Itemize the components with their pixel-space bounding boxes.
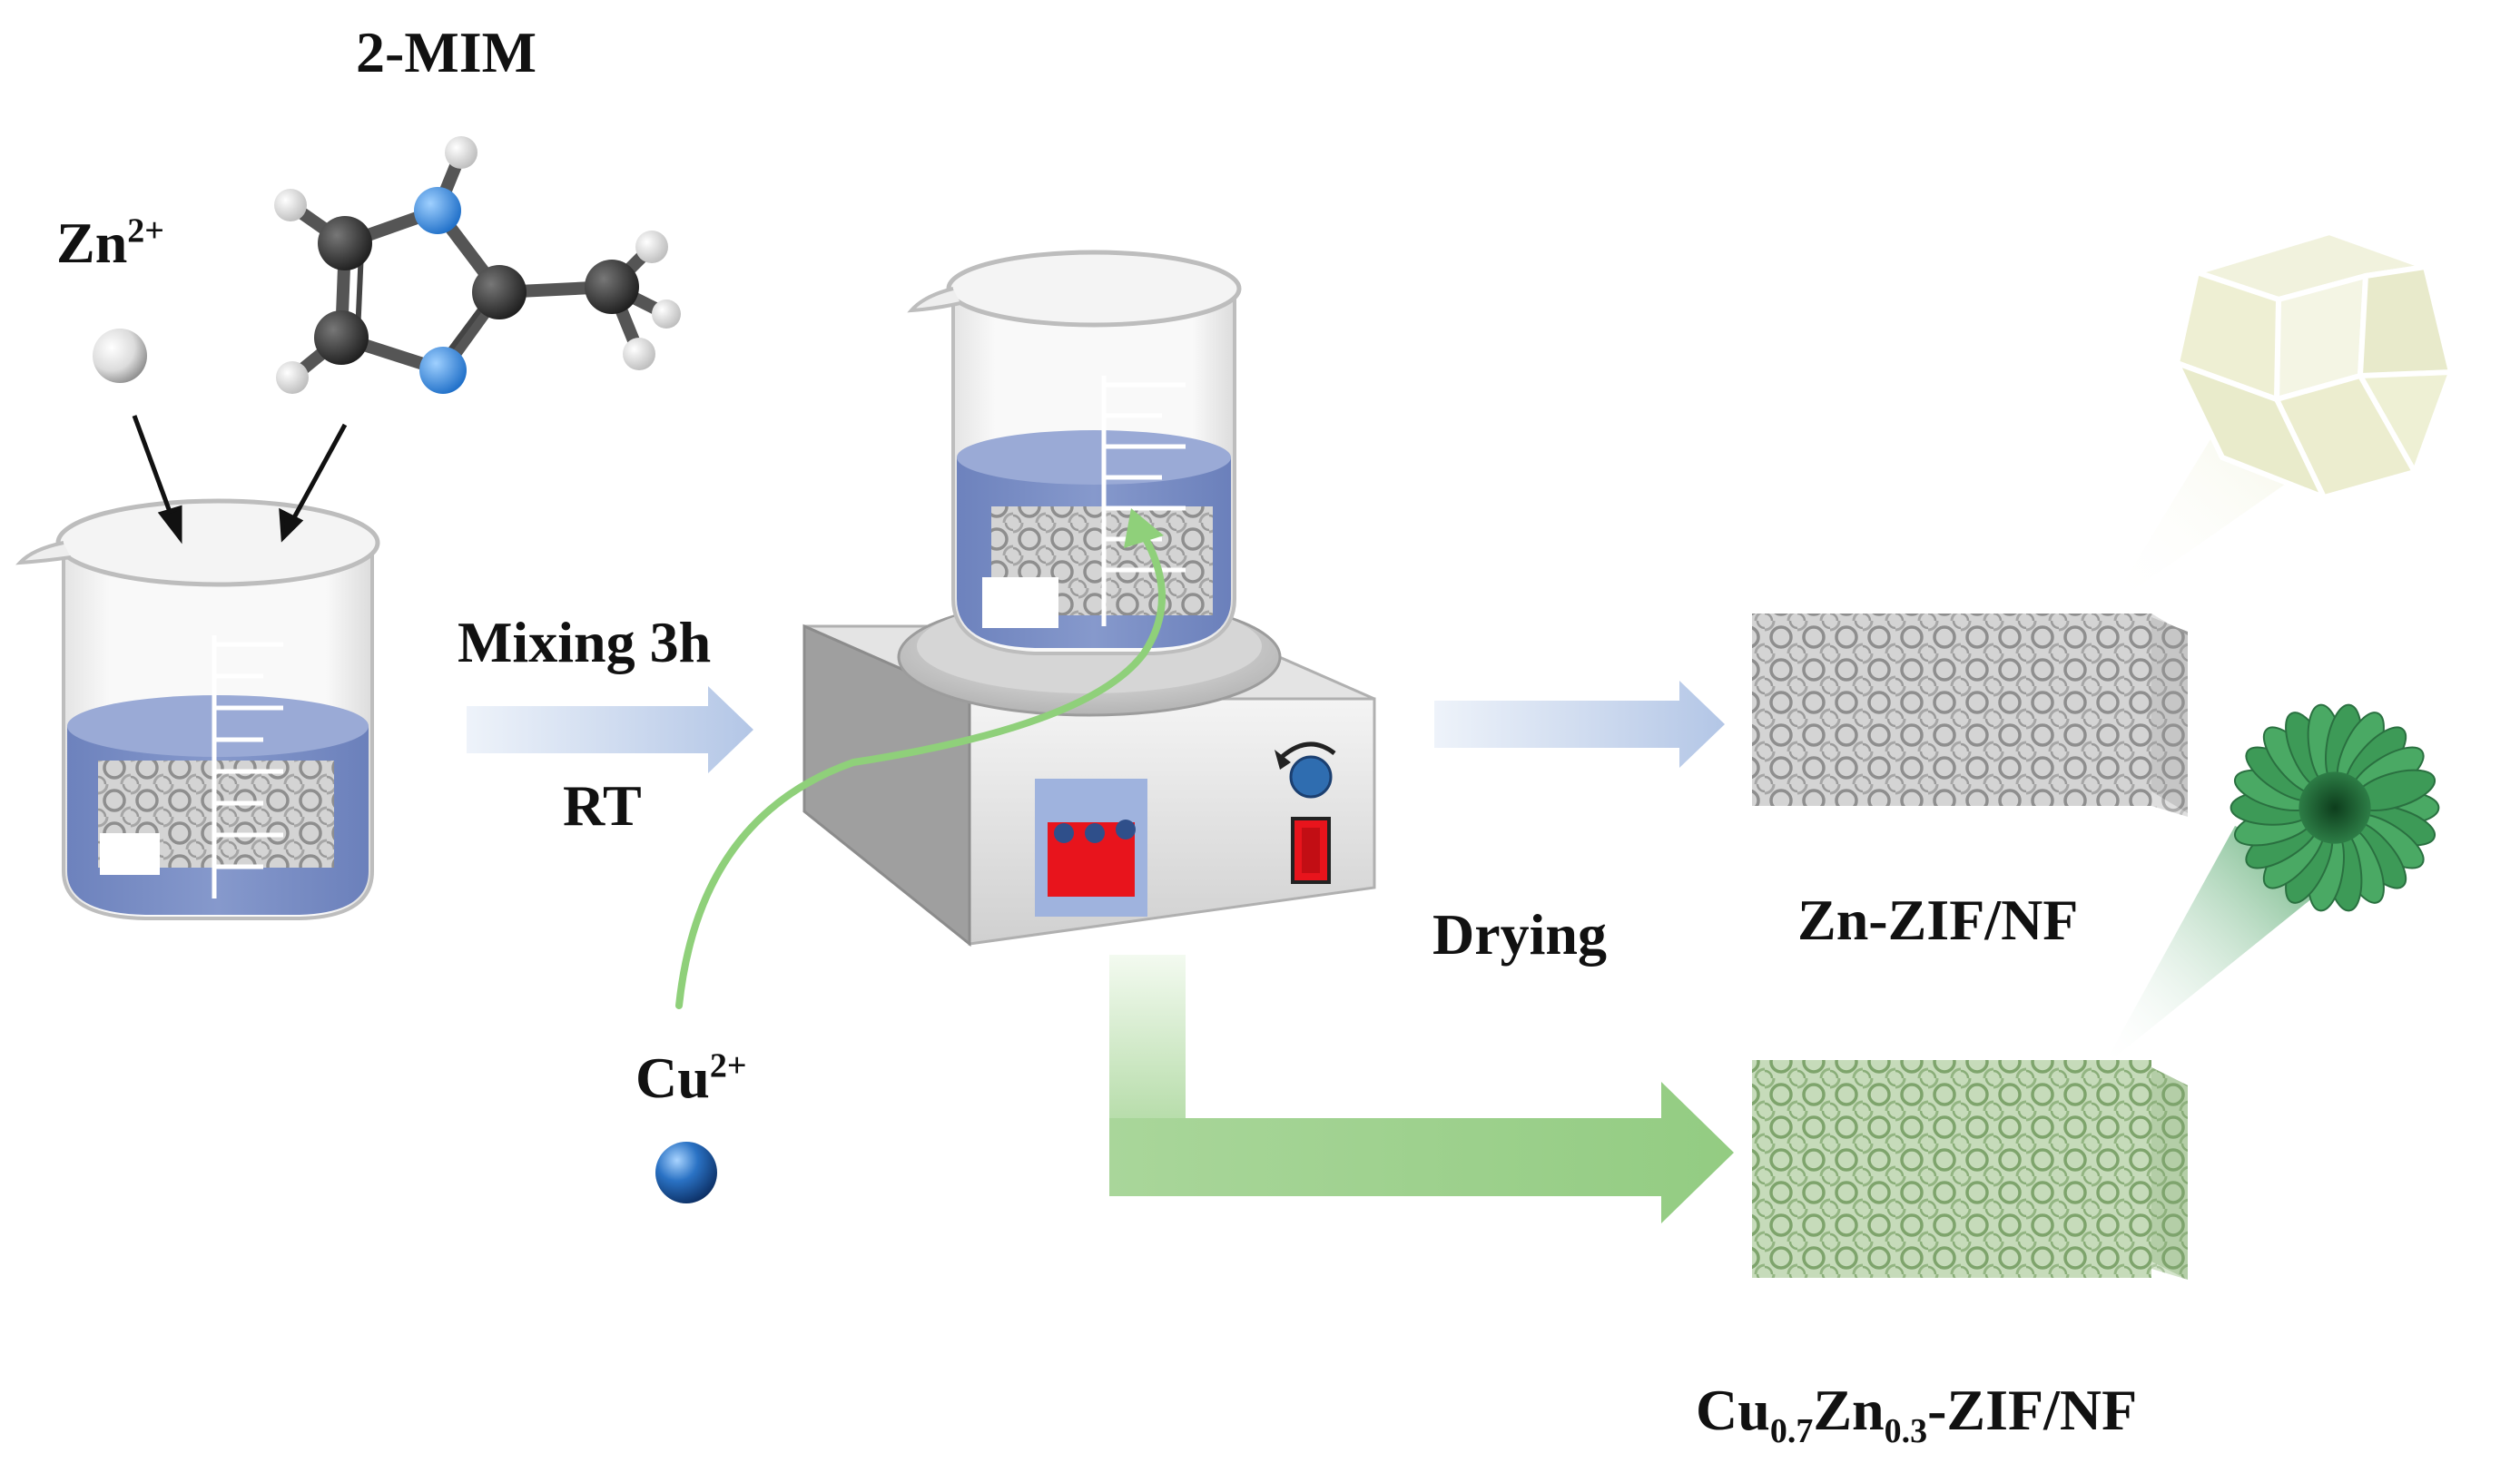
copper-addition-curve <box>675 532 1166 1009</box>
ligand-label: 2-MIM <box>356 20 537 84</box>
rhombic-dodecahedron-icon <box>2174 230 2454 500</box>
drying-arrow <box>1434 681 1725 768</box>
mixing-time-label: Mixing 3h <box>458 610 712 674</box>
copper-ion-sphere-icon <box>655 1142 717 1203</box>
graduation-marks <box>212 635 283 898</box>
sample-label <box>100 833 160 875</box>
addition-arrows <box>132 415 348 545</box>
sea-urchin-sphere-icon <box>2230 703 2440 912</box>
urchin-core <box>2299 771 2371 844</box>
zn-ion-label: Zn2+ <box>56 211 164 275</box>
sample-label <box>982 577 1058 628</box>
cu-ion-label: Cu2+ <box>635 1046 747 1110</box>
mixing-arrow <box>467 686 753 773</box>
copper-route-arrow <box>1109 955 1734 1223</box>
light-beam-cu <box>2102 826 2346 1067</box>
room-temperature-label: RT <box>563 773 642 838</box>
2-methylimidazole-molecule-icon <box>274 136 681 394</box>
magnetic-stirrer-icon <box>802 597 1376 948</box>
cuzn-zif-nf-foam <box>1752 1060 2188 1280</box>
zinc-ion-sphere-icon <box>93 329 147 383</box>
zn-zif-nf-foam <box>1752 614 2188 817</box>
drying-label: Drying <box>1432 902 1607 967</box>
graduation-marks <box>1101 376 1186 626</box>
reaction-beaker <box>907 250 1242 655</box>
zn-zif-nf-label: Zn-ZIF/NF <box>1797 888 2079 952</box>
cuzn-zif-nf-label: Cu0.7Zn0.3-ZIF/NF <box>1696 1378 2138 1450</box>
